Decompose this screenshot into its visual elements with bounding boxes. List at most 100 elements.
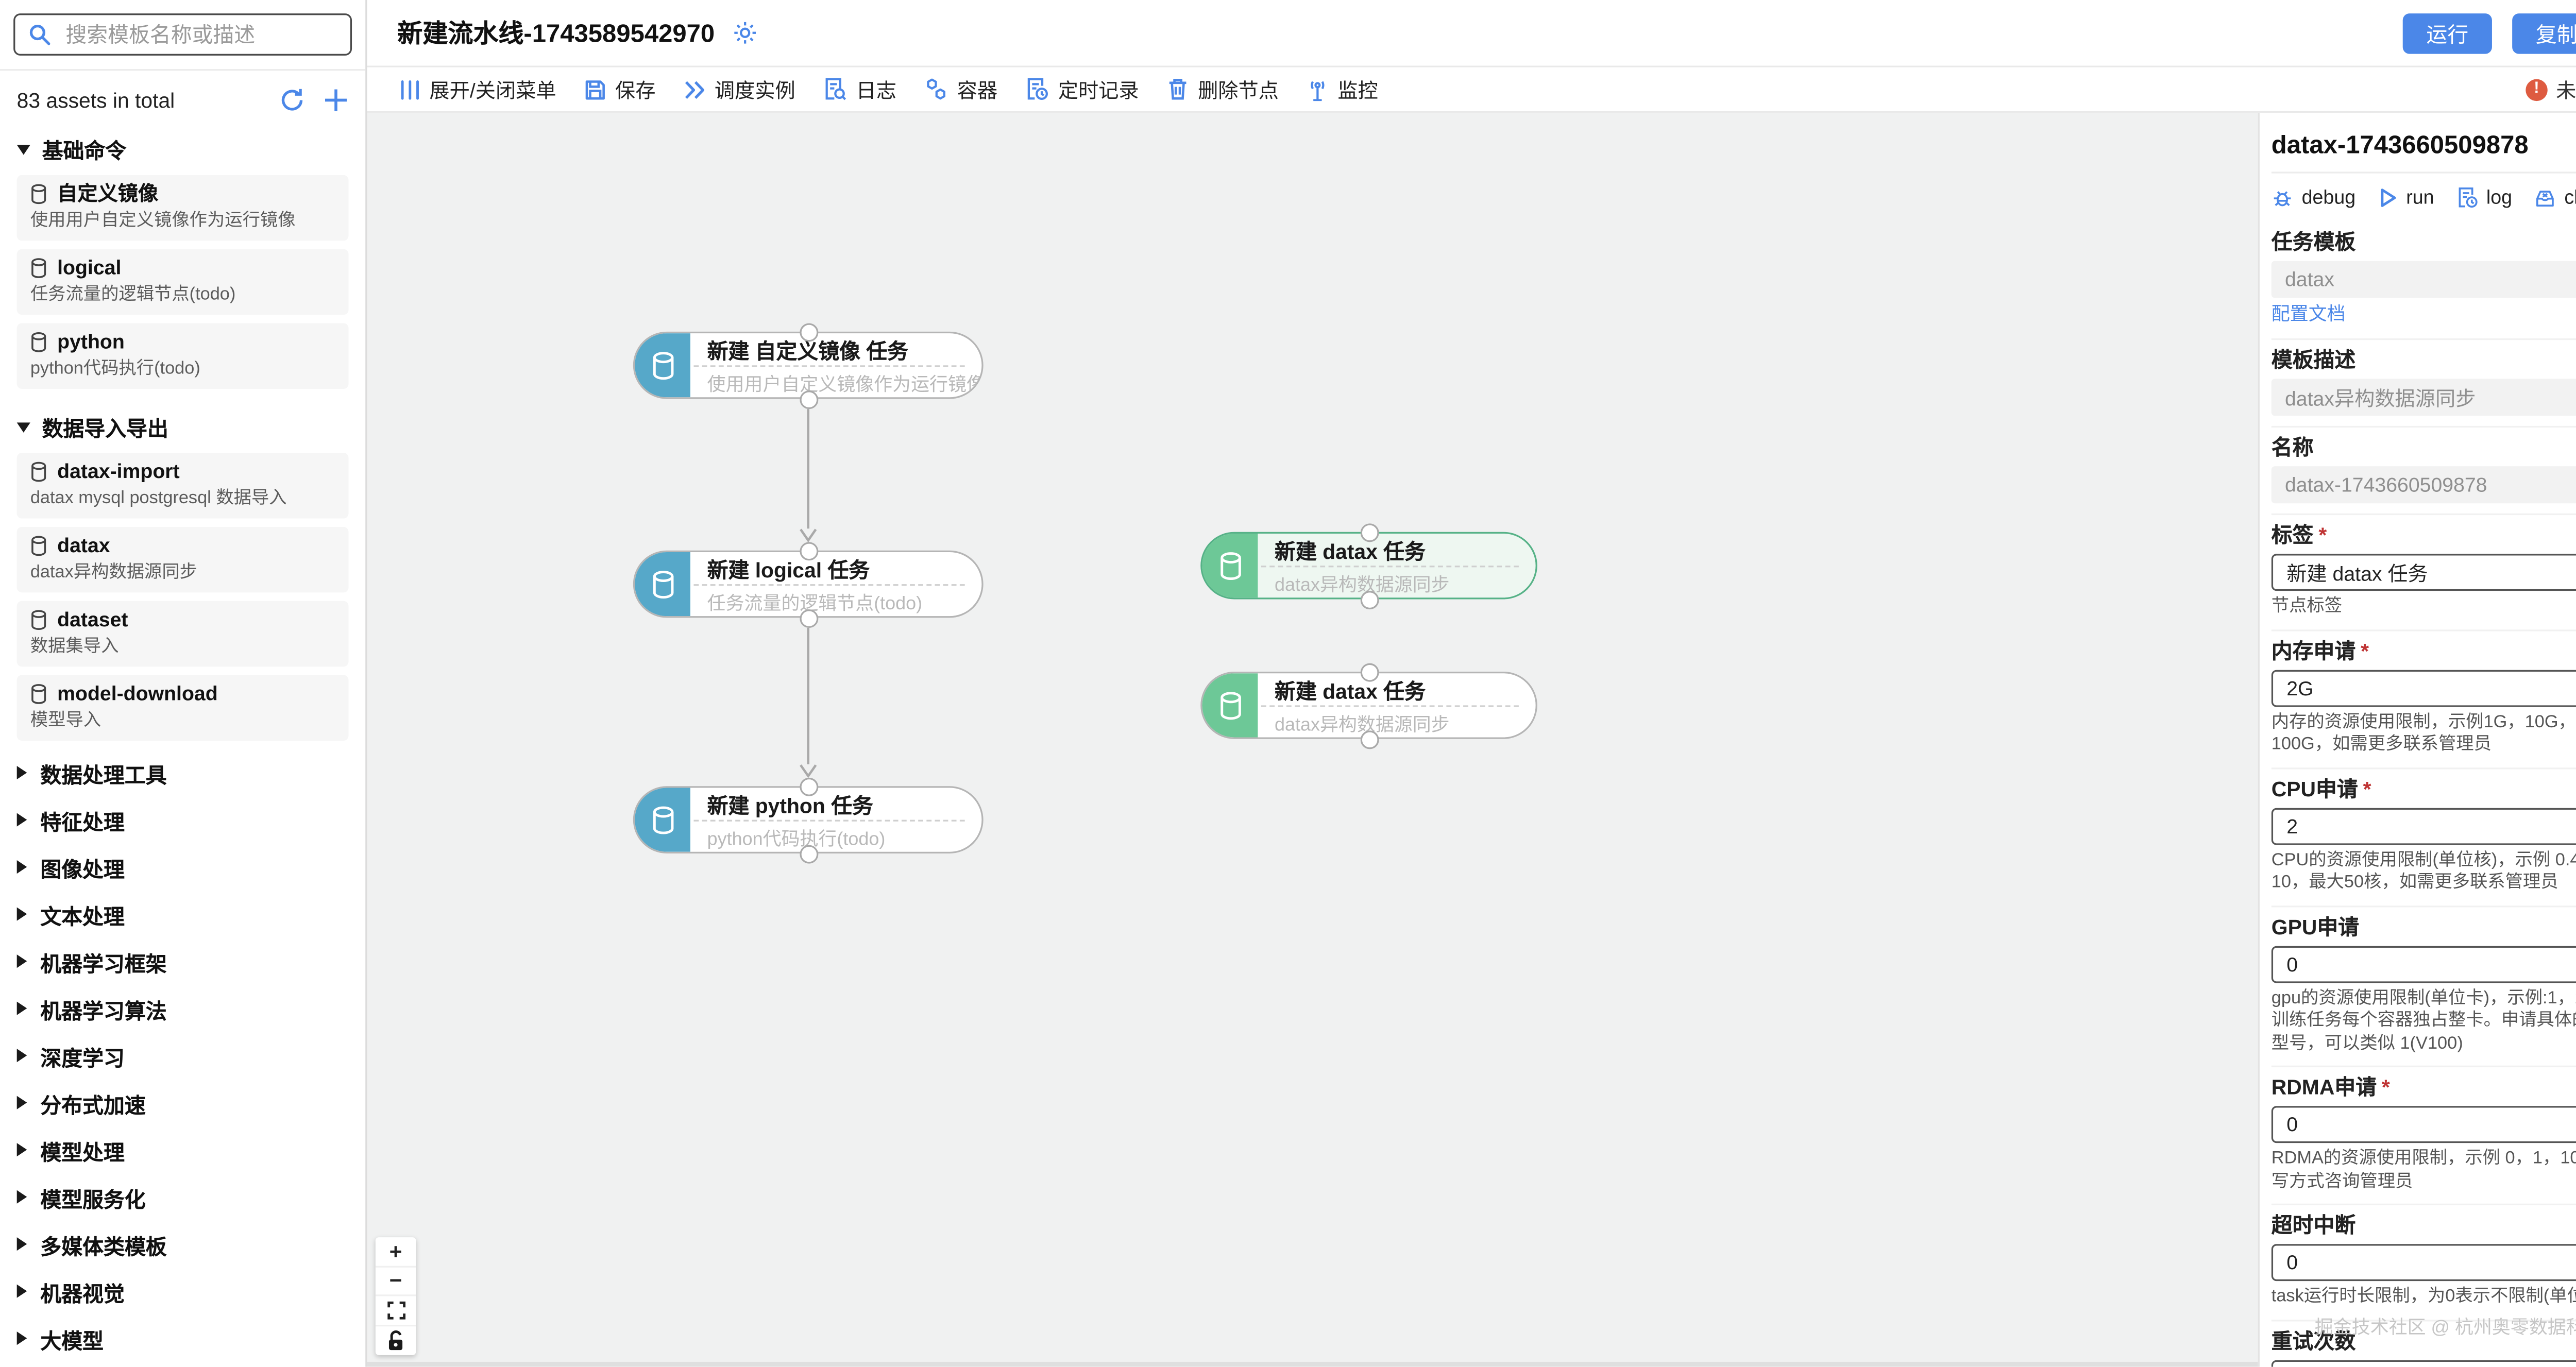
tag-input[interactable] xyxy=(2271,554,2576,591)
node-title: 新建 自定义镜像 任务 xyxy=(707,340,909,364)
dag-canvas[interactable]: 新建 自定义镜像 任务 使用用户自定义镜像作为运行镜像 新建 logical 任… xyxy=(367,112,2258,1367)
run-button[interactable]: 运行 xyxy=(2402,12,2492,53)
sidebar-group-distributed[interactable]: 分布式加速 xyxy=(0,1079,365,1126)
sidebar-group-machine-vision[interactable]: 机器视觉 xyxy=(0,1268,365,1315)
config-doc-link[interactable]: 配置文档 xyxy=(2271,304,2346,325)
port-out[interactable] xyxy=(799,844,818,863)
sidebar-group-ml-algorithm[interactable]: 机器学习算法 xyxy=(0,985,365,1032)
debug-action[interactable]: debug xyxy=(2272,187,2355,209)
zoom-in-button[interactable]: + xyxy=(375,1237,416,1267)
port-out[interactable] xyxy=(799,389,818,408)
toolbar-item-toggle-menu[interactable]: 展开/关闭菜单 xyxy=(399,75,556,104)
port-out[interactable] xyxy=(1360,590,1379,609)
port-in[interactable] xyxy=(1360,522,1379,541)
toolbar-item-monitor[interactable]: 监控 xyxy=(1308,75,1378,104)
toolbar-item-delete-node[interactable]: 删除节点 xyxy=(1167,75,1279,104)
search-input[interactable] xyxy=(62,21,337,48)
sidebar-group-image-processing[interactable]: 图像处理 xyxy=(0,843,365,891)
clear-action[interactable]: clear xyxy=(2534,187,2576,208)
asset-card-model-download[interactable]: model-download 模型导入 xyxy=(16,675,349,741)
asset-card-logical[interactable]: logical 任务流量的逻辑节点(todo) xyxy=(16,249,349,315)
sidebar-group-model-serving[interactable]: 模型服务化 xyxy=(0,1173,365,1221)
port-in[interactable] xyxy=(799,541,818,560)
add-asset-icon[interactable] xyxy=(323,88,348,113)
asset-card-custom-image[interactable]: 自定义镜像 使用用户自定义镜像作为运行镜像 xyxy=(16,175,349,241)
group-label: 机器学习算法 xyxy=(40,999,167,1023)
node-logical-task[interactable]: 新建 logical 任务 任务流量的逻辑节点(todo) xyxy=(633,550,984,618)
chevron-right-icon xyxy=(16,1284,27,1298)
sidebar-group-data-tools[interactable]: 数据处理工具 xyxy=(0,749,365,796)
node-datax-task-selected[interactable]: 新建 datax 任务 datax异构数据源同步 xyxy=(1200,532,1537,600)
field-help: 内存的资源使用限制，示例1G，10G， 最大100G，如需更多联系管理员 xyxy=(2271,711,2576,755)
toolbar-item-cron-records[interactable]: 定时记录 xyxy=(1026,75,1139,104)
field-help: 节点标签 xyxy=(2271,595,2343,617)
unsaved-status: ! 未保存 xyxy=(2526,75,2576,104)
zoom-out-button[interactable]: − xyxy=(375,1267,416,1296)
run-action[interactable]: run xyxy=(2378,187,2434,209)
field-label: 模板描述 xyxy=(2271,348,2356,372)
port-in[interactable] xyxy=(799,322,818,341)
toolbar-item-save[interactable]: 保存 xyxy=(585,75,656,104)
memory-input[interactable] xyxy=(2271,669,2576,707)
sidebar-group-ml-framework[interactable]: 机器学习框架 xyxy=(0,937,365,985)
port-out[interactable] xyxy=(1360,729,1379,748)
node-subtitle: datax异构数据源同步 xyxy=(1275,715,1450,736)
sidebar-group-text-processing[interactable]: 文本处理 xyxy=(0,891,365,938)
asset-card-datax[interactable]: datax datax异构数据源同步 xyxy=(16,526,349,593)
gpu-input[interactable] xyxy=(2271,945,2576,982)
node-subtitle: datax异构数据源同步 xyxy=(1275,575,1450,596)
fit-view-button[interactable] xyxy=(375,1296,416,1326)
canvas-horizontal-scrollbar[interactable] xyxy=(367,1361,2258,1367)
field-label: 名称 xyxy=(2271,436,2314,460)
sidebar-group-model-processing[interactable]: 模型处理 xyxy=(0,1126,365,1173)
log-clock-icon xyxy=(2456,187,2478,209)
log-action[interactable]: log xyxy=(2456,187,2512,209)
asset-card-python[interactable]: python python代码执行(todo) xyxy=(16,323,349,389)
sidebar-group-feature-processing[interactable]: 特征处理 xyxy=(0,796,365,844)
panel-actions: debug run log clear xyxy=(2272,174,2576,223)
node-type-cap xyxy=(1202,673,1258,738)
retry-input[interactable] xyxy=(2271,1359,2576,1367)
cpu-input[interactable] xyxy=(2271,807,2576,845)
lock-button[interactable] xyxy=(375,1325,416,1355)
node-title: 新建 datax 任务 xyxy=(1275,540,1426,564)
assets-count: 83 assets in total xyxy=(16,88,175,112)
node-body: 新建 logical 任务 任务流量的逻辑节点(todo) xyxy=(690,552,981,616)
port-in[interactable] xyxy=(799,777,818,796)
sidebar-group-deep-learning[interactable]: 深度学习 xyxy=(0,1032,365,1079)
rdma-input[interactable] xyxy=(2271,1106,2576,1143)
timeout-input[interactable] xyxy=(2271,1244,2576,1281)
sidebar-group-llm[interactable]: 大模型 xyxy=(0,1314,365,1362)
edge-arrowhead xyxy=(800,764,817,778)
group-label: 特征处理 xyxy=(40,810,125,834)
sidebar-group-multimedia[interactable]: 多媒体类模板 xyxy=(0,1220,365,1268)
required-asterisk: * xyxy=(2361,639,2369,663)
gear-icon[interactable] xyxy=(733,20,758,45)
copy-button[interactable]: 复制 xyxy=(2512,12,2576,53)
toolbar-item-logs[interactable]: 日志 xyxy=(824,75,896,104)
menu-toggle-icon xyxy=(399,78,421,100)
fullscreen-icon xyxy=(386,1301,405,1319)
warning-icon: ! xyxy=(2526,78,2548,100)
sidebar-group-data-io[interactable]: 数据导入导出 xyxy=(0,397,365,453)
toolbar-item-schedule-instances[interactable]: 调度实例 xyxy=(684,75,795,104)
node-datax-task-2[interactable]: 新建 datax 任务 datax异构数据源同步 xyxy=(1200,672,1537,739)
chevron-right-icon xyxy=(16,1143,27,1157)
port-out[interactable] xyxy=(799,608,818,627)
sidebar-group-basic-commands[interactable]: 基础命令 xyxy=(0,119,365,175)
cylinder-icon xyxy=(30,535,47,557)
field-timeout: 超时中断 task运行时长限制，为0表示不限制(单位s) xyxy=(2271,1205,2576,1321)
port-in[interactable] xyxy=(1360,662,1379,681)
toolbar-label: 容器 xyxy=(957,78,998,102)
toolbar-label: 监控 xyxy=(1337,78,1378,102)
asset-card-dataset[interactable]: dataset 数据集导入 xyxy=(16,601,349,667)
search-box[interactable] xyxy=(13,13,352,56)
edge-arrowhead xyxy=(800,528,817,543)
node-python-task[interactable]: 新建 python 任务 python代码执行(todo) xyxy=(633,786,984,853)
node-custom-image-task[interactable]: 新建 自定义镜像 任务 使用用户自定义镜像作为运行镜像 xyxy=(633,331,984,399)
panel-title: datax-1743660509878 xyxy=(2271,113,2576,174)
asset-card-datax-import[interactable]: datax-import datax mysql postgresql 数据导入 xyxy=(16,453,349,519)
refresh-icon[interactable] xyxy=(280,88,305,113)
toolbar-item-container[interactable]: 容器 xyxy=(925,75,998,104)
required-asterisk: * xyxy=(2318,523,2327,548)
